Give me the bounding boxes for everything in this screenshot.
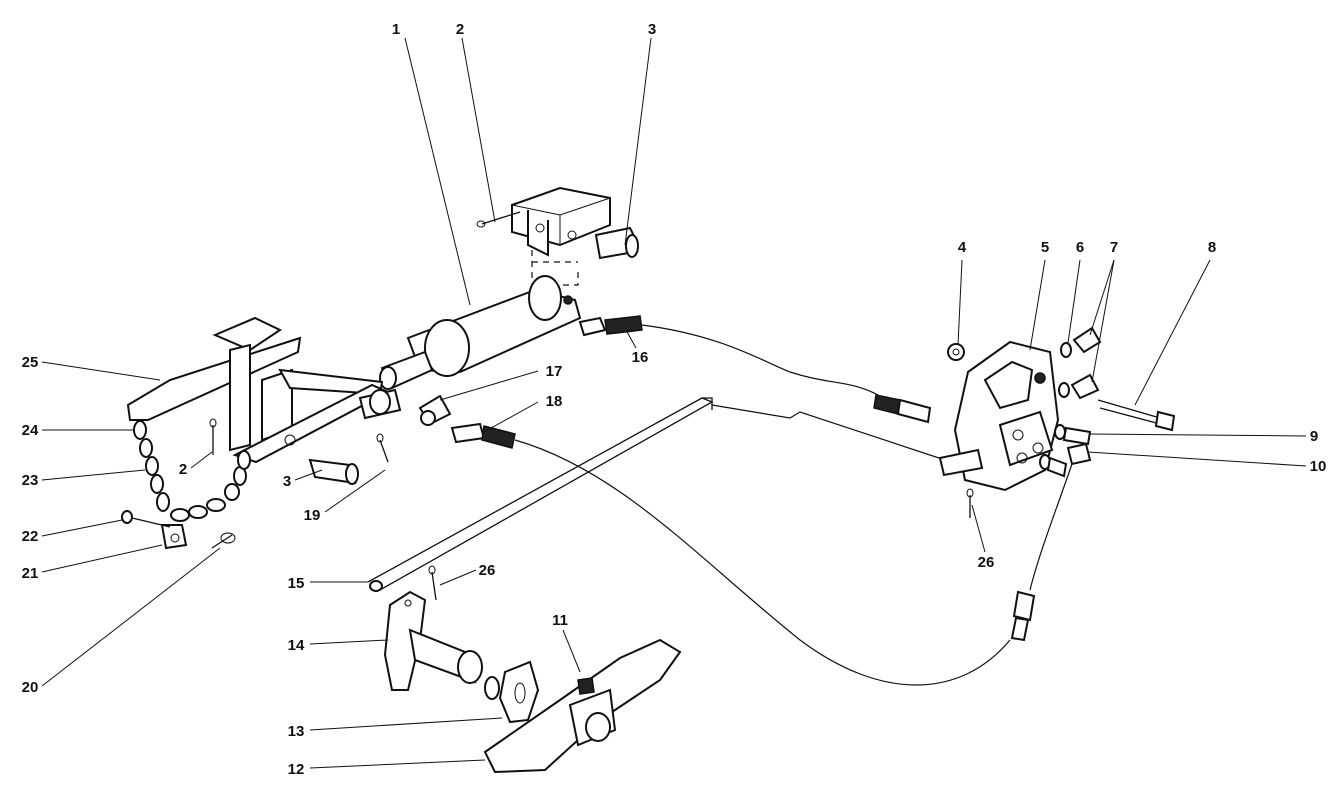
callout-9: 9 (1310, 428, 1318, 445)
callout-3: 3 (648, 21, 656, 38)
callout-21: 21 (22, 565, 39, 582)
callout-18: 18 (546, 393, 563, 410)
callout-17: 17 (546, 363, 563, 380)
callout-19: 19 (304, 507, 321, 524)
cotter-pin-26-right (966, 488, 974, 518)
washer-6 (1060, 342, 1072, 358)
hose-lower (514, 439, 1011, 686)
cam-plate-13 (498, 660, 540, 724)
lever-plate-14 (383, 590, 427, 691)
cotter-pin-19 (376, 433, 389, 463)
mounting-bracket (511, 186, 611, 257)
callout-6: 6 (1076, 239, 1084, 256)
cotter-pin-top (476, 211, 521, 228)
hydraulic-cylinder (379, 275, 582, 390)
callout-16: 16 (632, 349, 649, 366)
bolt-22 (121, 510, 171, 528)
callout-4: 4 (958, 239, 967, 256)
clip-20 (211, 532, 236, 549)
callout-26-lower: 26 (479, 562, 496, 579)
callout-24: 24 (22, 422, 39, 439)
control-rod (367, 397, 714, 592)
callout-14: 14 (288, 637, 305, 654)
hitch-pin-upper (358, 388, 402, 420)
callout-7: 7 (1110, 239, 1118, 256)
elbow-fittings-7 (1058, 326, 1102, 400)
callout-23: 23 (22, 472, 39, 489)
leader-lines (41, 37, 1307, 769)
valve-fitting-left (873, 394, 932, 424)
bolt-8 (1097, 399, 1176, 432)
hose-upper (641, 324, 879, 396)
callout-12: 12 (288, 761, 305, 778)
callout-3-left: 3 (283, 473, 291, 490)
callout-25: 25 (22, 354, 39, 371)
hose-right (1029, 454, 1076, 591)
cotter-pin-26-lower (428, 565, 437, 601)
callout-labels: 1 2 3 4 5 6 7 8 9 10 11 12 13 14 15 16 1… (22, 21, 1327, 778)
fitting-9 (1054, 424, 1092, 446)
shackle-21 (160, 524, 188, 550)
control-valve (938, 340, 1060, 492)
callout-26-right: 26 (978, 554, 995, 571)
callout-15: 15 (288, 575, 305, 592)
set-screw-11 (577, 677, 595, 695)
washer-ring (484, 676, 500, 700)
callout-13: 13 (288, 723, 305, 740)
callout-22: 22 (22, 528, 39, 545)
elbow-fitting-17 (418, 394, 452, 426)
callout-5: 5 (1041, 239, 1049, 256)
callout-2-left: 2 (179, 461, 187, 478)
callout-8: 8 (1208, 239, 1216, 256)
hitch-pin-lower (308, 458, 359, 485)
shaft-14 (408, 628, 483, 684)
callout-20: 20 (22, 679, 39, 696)
callout-11: 11 (552, 612, 568, 629)
callout-10: 10 (1310, 458, 1327, 475)
callout-2: 2 (456, 21, 464, 38)
cotter-pin-2-left (209, 418, 217, 455)
hitch-frame (126, 316, 391, 464)
hose-end-fitting (1010, 590, 1036, 642)
hose-fitting-18 (450, 422, 516, 449)
hose-fitting-16 (578, 315, 643, 337)
callout-1: 1 (392, 21, 400, 38)
nut-4 (947, 343, 965, 361)
fitting-10 (1039, 442, 1092, 478)
clevis-pin-top (594, 226, 639, 260)
